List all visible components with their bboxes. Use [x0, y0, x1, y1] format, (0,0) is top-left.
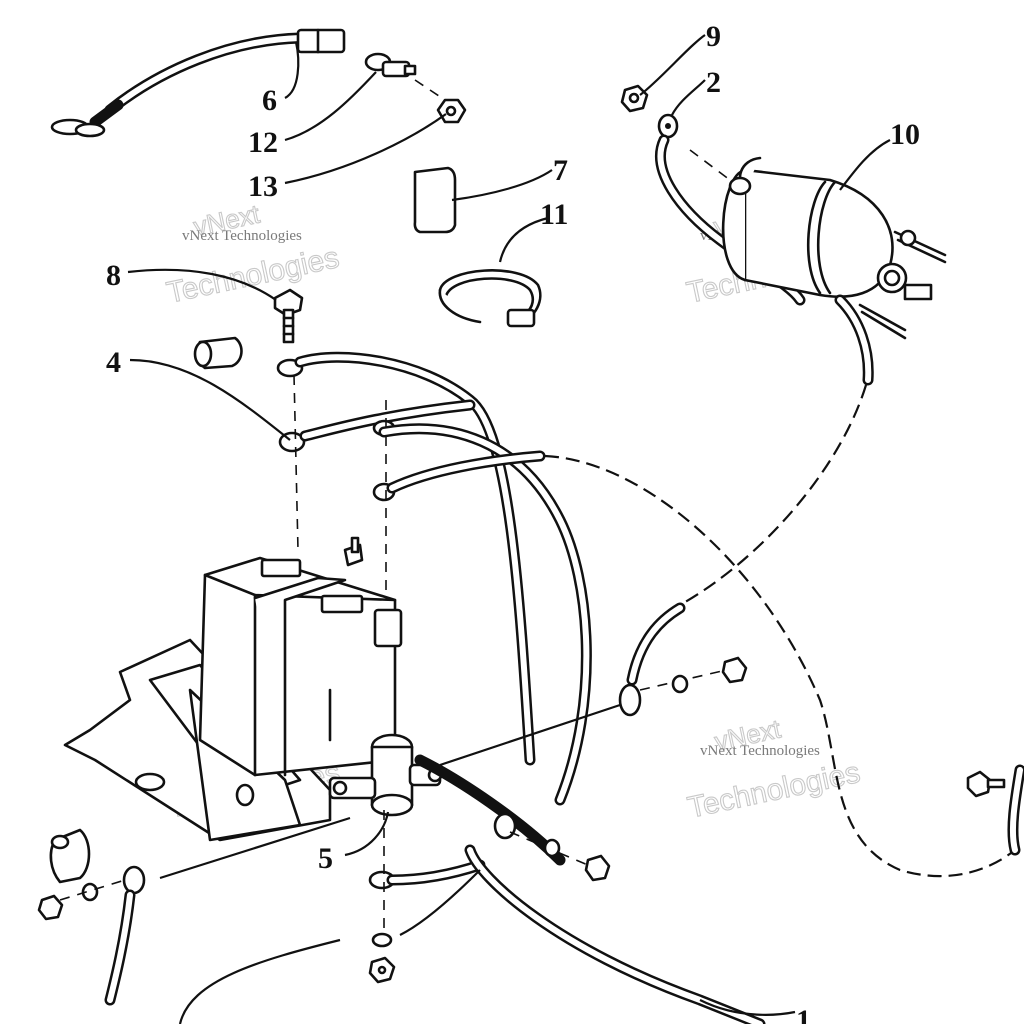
nut-lower: [368, 956, 396, 984]
dash-right-hardware: [639, 667, 736, 691]
callout-8: 8: [106, 259, 121, 292]
callout-4: 4: [106, 346, 121, 379]
leader-10: [839, 139, 891, 191]
dash-long-harness: [544, 454, 1016, 878]
nut-center: [584, 854, 611, 882]
boot: [193, 336, 243, 370]
dash-12-13: [414, 79, 446, 101]
bolt-8: [273, 288, 304, 344]
leader-2: [671, 79, 706, 116]
leader-6: [284, 41, 300, 99]
clamp-11: [438, 269, 542, 328]
washer-lower: [371, 932, 393, 948]
leader-7: [451, 169, 553, 202]
callout-10: 10: [890, 118, 920, 151]
leader-4: [129, 358, 291, 441]
callout-6: 6: [262, 84, 277, 117]
boot-lower: [49, 828, 91, 884]
callout-11: 11: [540, 198, 568, 231]
ring-terminal-center: [493, 812, 517, 840]
starter-motor-10: [721, 156, 947, 340]
watermark-left-top: vNext Technologies: [163, 198, 342, 310]
dash-9-motor: [689, 149, 731, 181]
dash-center-hardware: [509, 831, 596, 869]
bolt-far-right: [966, 770, 1006, 798]
watermark-line2: Technologies: [685, 756, 863, 825]
callout-1: 1: [796, 1004, 811, 1024]
ring-terminal-right: [618, 683, 642, 717]
washer-lower-left: [81, 882, 99, 902]
leader-5: [344, 811, 390, 857]
callout-9: 9: [706, 20, 721, 53]
harness-6: [50, 28, 346, 138]
watermark-small-left-top: vNext Technologies: [182, 228, 302, 244]
callout-12: 12: [248, 126, 278, 159]
callout-2: 2: [706, 66, 721, 99]
leader-11: [498, 216, 549, 263]
lower-loop-center: [399, 869, 481, 936]
dash-bolt-down: [293, 374, 299, 551]
leader-8: [127, 268, 277, 301]
leader-13: [284, 113, 447, 185]
dash-motor-cable: [679, 384, 868, 606]
battery: [198, 536, 403, 777]
nut-right: [721, 656, 748, 684]
pad-7: [413, 166, 457, 234]
callout-13: 13: [248, 170, 278, 203]
watermark-line2: Technologies: [164, 241, 342, 310]
nut-lower-left: [37, 894, 64, 921]
leader-12: [284, 71, 377, 142]
solenoid-5: [328, 733, 443, 817]
callout-5: 5: [318, 842, 333, 875]
terminal-2: [657, 113, 679, 139]
line-to-solenoid: [439, 703, 621, 767]
switch-12: [364, 52, 417, 78]
line-ground-to-solenoid: [159, 816, 351, 880]
washer-right: [671, 674, 689, 694]
nut-13: [436, 98, 467, 124]
dash-lower-left: [59, 879, 126, 901]
lower-loop-left: [178, 938, 341, 1024]
watermark-small-right-bottom: vNext Technologies: [700, 743, 820, 759]
washer-center: [543, 838, 561, 858]
callout-7: 7: [553, 154, 568, 187]
nut-9: [620, 84, 649, 113]
leader-9: [639, 34, 706, 96]
ring-terminal-lower-left: [122, 865, 146, 895]
leader-1: [699, 999, 796, 1016]
